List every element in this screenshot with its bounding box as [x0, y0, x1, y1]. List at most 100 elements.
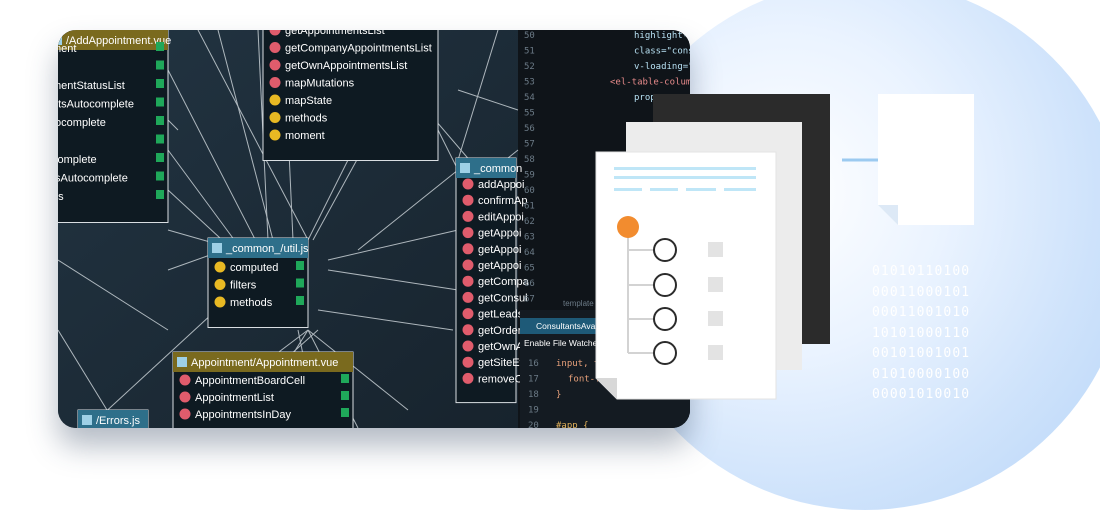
front-document-sheet	[595, 151, 777, 400]
line-number: 51	[524, 47, 535, 57]
connector-icon	[341, 408, 349, 417]
function-icon	[269, 42, 281, 53]
binary-line: 10101000110	[872, 325, 971, 341]
line-number: 65	[524, 264, 535, 274]
function-icon	[462, 227, 474, 239]
function-icon	[462, 210, 474, 222]
binary-line: 00011000101	[872, 284, 971, 300]
function-icon	[462, 372, 474, 384]
uml-box-row: getOwnAp	[478, 341, 529, 353]
line-number: 17	[528, 375, 539, 385]
uml-box-title: _common	[473, 163, 522, 175]
variable-icon	[269, 94, 281, 106]
function-icon	[462, 178, 474, 190]
function-icon	[462, 308, 474, 320]
connector-icon	[156, 60, 164, 70]
connector-icon	[156, 116, 164, 125]
uml-box-row: getAppointmentsList	[285, 30, 385, 37]
uml-box-row: getAppoi	[478, 244, 521, 256]
code-line: input, te	[556, 359, 605, 369]
line-number: 63	[524, 233, 535, 243]
connector-icon	[156, 171, 164, 181]
uml-box-row: ntsAutocomplete	[58, 99, 134, 111]
line-number: 19	[528, 406, 539, 416]
code-line: highlight-curr	[634, 31, 690, 41]
uml-box-title: _common_/util.js	[225, 243, 309, 255]
connector-icon	[296, 278, 304, 288]
uml-box-row: getConsul	[478, 292, 528, 304]
checkbox-placeholder-icon	[708, 277, 723, 292]
connector-icon	[296, 296, 304, 305]
checkbox-placeholder-icon	[708, 242, 723, 257]
uml-box-row: methods	[230, 297, 273, 309]
uml-box-row: moment	[285, 130, 325, 142]
uml-class-box: /Errors.js	[77, 409, 149, 428]
function-icon	[462, 356, 474, 368]
checkbox-placeholder-icon	[708, 311, 723, 326]
variable-icon	[269, 112, 281, 123]
uml-box-row: mentStatusList	[58, 80, 125, 92]
uml-box-row: filters	[230, 280, 257, 292]
line-number: 56	[524, 124, 535, 134]
line-number: 66	[524, 279, 535, 289]
variable-icon	[214, 296, 226, 308]
connector-icon	[156, 79, 164, 88]
tree-node-icon	[653, 307, 677, 331]
file-watcher-notice: Enable File Watcher to	[524, 338, 610, 348]
line-number: 50	[524, 31, 535, 41]
connector-icon	[156, 153, 164, 162]
function-icon	[269, 59, 281, 71]
code-line: }	[556, 390, 561, 400]
uml-box-row: getOrderE	[478, 325, 529, 337]
line-number: 59	[524, 171, 535, 181]
dependency-wire	[357, 169, 459, 251]
function-icon	[462, 243, 474, 255]
dependency-wire	[307, 329, 409, 411]
function-icon	[462, 259, 474, 271]
dependency-wire	[167, 149, 239, 246]
orange-root-node-icon	[617, 216, 639, 238]
line-number: 62	[524, 217, 535, 227]
line-number: 67	[524, 295, 535, 305]
function-icon	[462, 275, 474, 287]
uml-box-row: tocomplete	[58, 117, 106, 129]
uml-box-row: removeOr	[478, 373, 527, 385]
line-number: 64	[524, 248, 535, 258]
connector-icon	[156, 134, 164, 144]
uml-class-box: _commonaddAppoiconfirmApeditAppoigetAppo…	[455, 157, 531, 404]
uml-box-row: addAppoi	[478, 179, 525, 191]
line-number: 57	[524, 140, 535, 150]
uml-box-title: Appointment/Appointment.vue	[191, 357, 338, 369]
dependency-wire	[167, 69, 259, 246]
uml-box-row: editAppoi	[478, 211, 524, 223]
binary-line: 00001010010	[872, 387, 971, 402]
dependency-wire	[457, 89, 519, 111]
connector-icon	[296, 261, 304, 270]
function-icon	[269, 77, 281, 88]
connector-icon	[341, 391, 349, 400]
code-line: font-fam	[568, 375, 611, 385]
code-line: <el-table-column labe	[610, 78, 690, 88]
connector-icon	[341, 374, 349, 383]
uml-class-box: Appointment/Appointment.vueAppointmentBo…	[172, 351, 354, 428]
code-line: v-loading="loado	[634, 62, 690, 72]
uml-box-row: AppointmentBoardCell	[195, 375, 305, 387]
variable-icon	[269, 129, 281, 141]
code-line: prop	[634, 93, 656, 103]
uml-box-row: ment	[58, 43, 76, 55]
uml-class-box: /AddAppointment.vuementmentStatusListnts…	[58, 30, 171, 223]
uml-box-row: getLeadsA	[478, 309, 531, 321]
dependency-wire	[327, 229, 459, 261]
function-icon	[179, 391, 191, 403]
uml-box-row: tsAutocomplete	[58, 173, 128, 185]
dependency-wire	[58, 259, 169, 331]
output-document-icon	[878, 94, 974, 225]
editor-tab-label: template	[563, 299, 594, 308]
dependency-wire	[327, 269, 459, 291]
tree-node-icon	[653, 238, 677, 262]
binary-line: 01010000100	[872, 366, 971, 382]
binary-line: 00011001010	[872, 305, 971, 320]
uml-box-row: getAppoi	[478, 228, 521, 240]
tree-node-icon	[653, 341, 677, 365]
editor-panel-title: ConsultantsAvailab	[536, 321, 609, 331]
